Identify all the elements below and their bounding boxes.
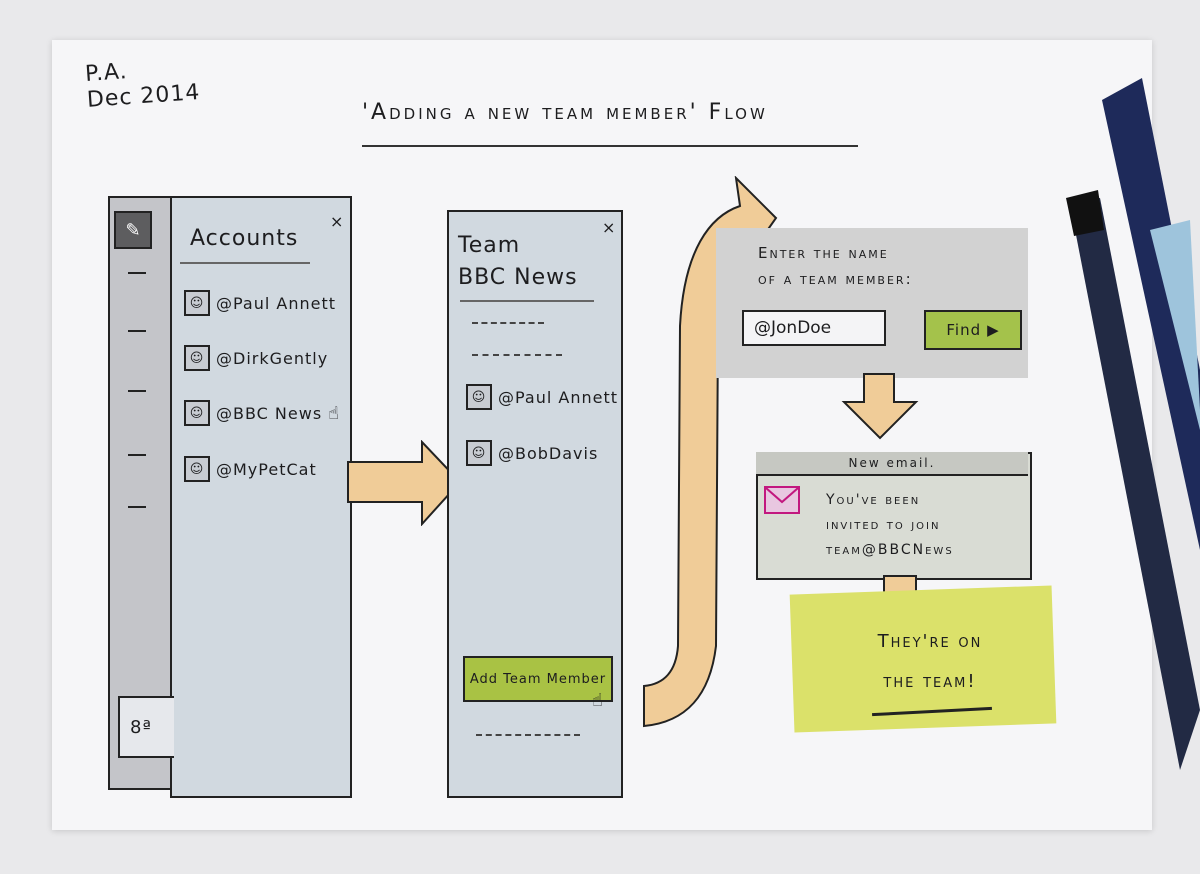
page-title: 'Adding a new team member' Flow (362, 100, 768, 125)
accounts-close-icon[interactable]: × (330, 212, 344, 231)
invite-prompt-line1: Enter the name (758, 244, 889, 262)
accounts-panel (170, 196, 352, 798)
success-line2: the team! (883, 671, 977, 692)
flow-arrow-down-icon (841, 373, 919, 440)
email-body-line2: invited to join (826, 517, 941, 533)
flow-arrow-right-icon (347, 440, 462, 526)
account-item[interactable]: ☺ @MyPetCat (184, 456, 317, 482)
team-title-line1: Team (458, 233, 521, 258)
team-member-item[interactable]: ☺ @Paul Annett (466, 384, 618, 410)
success-line1: They're on (877, 631, 983, 652)
pens-illustration (1066, 78, 1200, 770)
account-item[interactable]: ☺ @Paul Annett (184, 290, 336, 316)
rail-bottom-item[interactable]: 8ª (118, 696, 174, 758)
pointer-hand-icon: ☝ (592, 690, 603, 711)
scribble-placeholder (472, 322, 544, 324)
team-close-icon[interactable]: × (602, 218, 616, 237)
user-avatar-icon: ☺ (184, 290, 210, 316)
account-handle: @DirkGently (216, 348, 329, 368)
find-button-label: Find (946, 321, 982, 339)
team-member-handle: @Paul Annett (498, 387, 619, 407)
user-avatar-icon: ☺ (184, 345, 210, 371)
email-header: New email. (756, 452, 1028, 476)
rail-menu-item[interactable] (128, 272, 146, 274)
rail-menu-item[interactable] (128, 506, 146, 508)
team-member-name-input[interactable]: @JonDoe (742, 310, 886, 346)
find-button[interactable]: Find ▶ (924, 310, 1022, 350)
compose-icon[interactable]: ✎ (114, 211, 152, 249)
accounts-title: Accounts (190, 226, 299, 251)
invite-step-background (716, 228, 1028, 378)
success-message: They're on the team! (830, 622, 1030, 702)
invite-prompt-line2: of a team member: (758, 270, 913, 288)
team-member-item[interactable]: ☺ @BobDavis (466, 440, 598, 466)
account-item[interactable]: ☺ @DirkGently (184, 345, 328, 371)
rail-menu-item[interactable] (128, 390, 146, 392)
scribble-placeholder (476, 734, 580, 736)
account-handle: @Paul Annett (216, 293, 337, 313)
account-handle: @MyPetCat (216, 459, 317, 479)
rail-menu-item[interactable] (128, 330, 146, 332)
team-member-handle: @BobDavis (498, 443, 599, 463)
email-body-line3: team@BBCNews (826, 542, 954, 558)
play-arrow-icon: ▶ (987, 321, 1000, 339)
user-avatar-icon: ☺ (466, 440, 492, 466)
user-avatar-icon: ☺ (466, 384, 492, 410)
envelope-icon (764, 486, 800, 514)
scribble-placeholder (472, 354, 562, 356)
email-body: You've been invited to join team@BBCNews (826, 488, 954, 563)
accounts-sidebar-rail (108, 196, 174, 790)
pointer-hand-icon: ☝ (328, 402, 341, 424)
accounts-title-rule (180, 262, 310, 264)
account-handle: @BBC News (216, 403, 323, 423)
team-title-line2: BBC News (458, 265, 578, 290)
invite-prompt: Enter the name of a team member: (758, 240, 913, 292)
user-avatar-icon: ☺ (184, 456, 210, 482)
account-item[interactable]: ☺ @BBC News ☝ (184, 400, 340, 426)
team-title-rule (460, 300, 594, 302)
team-title: Team BBC News (458, 230, 578, 294)
user-avatar-icon: ☺ (184, 400, 210, 426)
signature: P.A. Dec 2014 (84, 54, 201, 114)
email-body-line1: You've been (826, 492, 921, 508)
add-team-member-button[interactable]: Add Team Member (463, 656, 613, 702)
rail-menu-item[interactable] (128, 454, 146, 456)
title-underline (362, 145, 858, 147)
